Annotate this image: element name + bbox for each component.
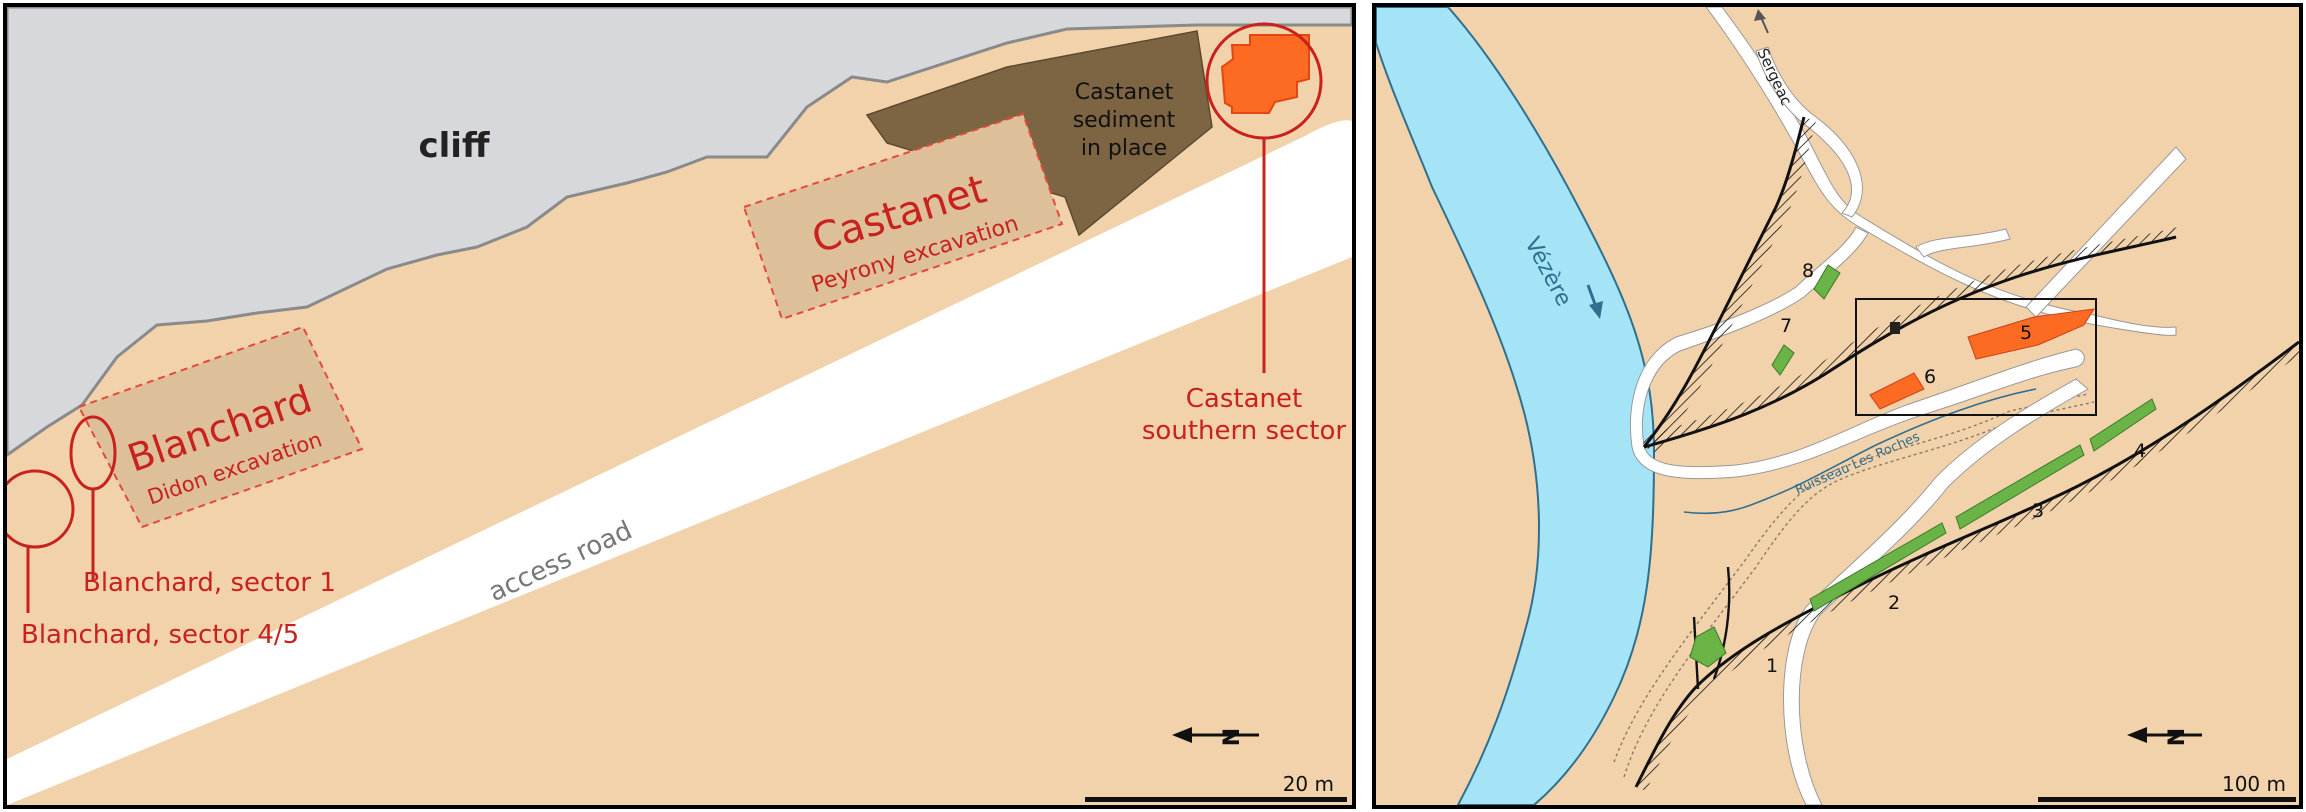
road-sergeac	[1755, 46, 1863, 218]
sector-6-area	[1869, 372, 1925, 410]
castanet-southern-label-line1: Castanet	[1186, 384, 1302, 414]
sector-label-8: 8	[1802, 260, 1814, 282]
north-arrow-icon: N	[1172, 727, 1259, 746]
detail-frame	[1855, 298, 2097, 416]
sector-4-area	[2089, 398, 2157, 452]
sector-3-area	[1955, 444, 2085, 530]
north-arrow-letter: N	[1220, 728, 1245, 746]
scale-label: 20 m	[1283, 772, 1334, 796]
castanet-southern-sector-area	[1220, 34, 1310, 114]
overview-map: Vézère Ruisseau Les Roches	[1376, 7, 2299, 805]
sector-2-area	[1809, 522, 1947, 612]
river-flow-arrow-icon	[1586, 284, 1603, 319]
road-south	[1783, 378, 2089, 805]
north-arrow-letter: N	[2165, 728, 2190, 746]
cliff-hatch-west	[1644, 117, 1816, 453]
sector-label-6: 6	[1924, 366, 1936, 388]
castanet-excavation-area	[742, 112, 1064, 321]
north-arrow-icon: N	[2127, 727, 2202, 746]
scale-bar	[1085, 797, 1347, 802]
road-north-loop	[1705, 7, 2177, 336]
sector-label-2: 2	[1888, 592, 1900, 614]
access-road	[7, 120, 1352, 805]
site-plan-map: cliff Castanet sediment in place Castane…	[7, 7, 1352, 805]
building-marker	[1890, 322, 1900, 334]
castanet-southern-label-line2: southern sector	[1142, 416, 1347, 446]
blanchard-sector-45-marker	[7, 469, 75, 549]
blanchard-excavation-area	[77, 325, 364, 529]
ruisseau-les-roches-stream	[1683, 388, 2037, 515]
cliff-label: cliff	[418, 126, 489, 166]
footpath-dotted-2	[1613, 393, 2089, 763]
road-main-loop	[1629, 226, 2085, 480]
sector-label-3: 3	[2032, 500, 2044, 522]
blanchard-sector-1-label: Blanchard, sector 1	[83, 568, 336, 598]
sector-8-area	[1813, 264, 1841, 300]
sediment-label-line2: sediment	[1073, 108, 1176, 133]
cliff-hatch-castanet	[1642, 227, 2178, 447]
footpath-dotted	[1623, 401, 2095, 778]
sector-5-area	[1967, 308, 2095, 360]
sediment-label-line1: Castanet	[1075, 80, 1174, 105]
overview-map-panel: Vézère Ruisseau Les Roches	[1372, 3, 2303, 809]
vezere-river	[1376, 7, 1656, 805]
sector-7-area	[1771, 344, 1795, 376]
sector-label-7: 7	[1780, 315, 1792, 337]
scale-bar	[2038, 797, 2296, 802]
blanchard-sector-45-label: Blanchard, sector 4/5	[21, 620, 299, 650]
sector-label-1: 1	[1766, 655, 1778, 677]
sediment-label-line3: in place	[1081, 136, 1167, 161]
sector-label-5: 5	[2020, 322, 2032, 344]
cliff-area	[7, 7, 1352, 457]
sergeac-direction-icon	[1754, 9, 1769, 34]
road-spur	[1915, 228, 2011, 258]
scale-label: 100 m	[2222, 772, 2286, 796]
sector-1-area	[1689, 626, 1727, 668]
site-plan-panel: cliff Castanet sediment in place Castane…	[3, 3, 1356, 809]
sector-label-4: 4	[2134, 440, 2146, 462]
